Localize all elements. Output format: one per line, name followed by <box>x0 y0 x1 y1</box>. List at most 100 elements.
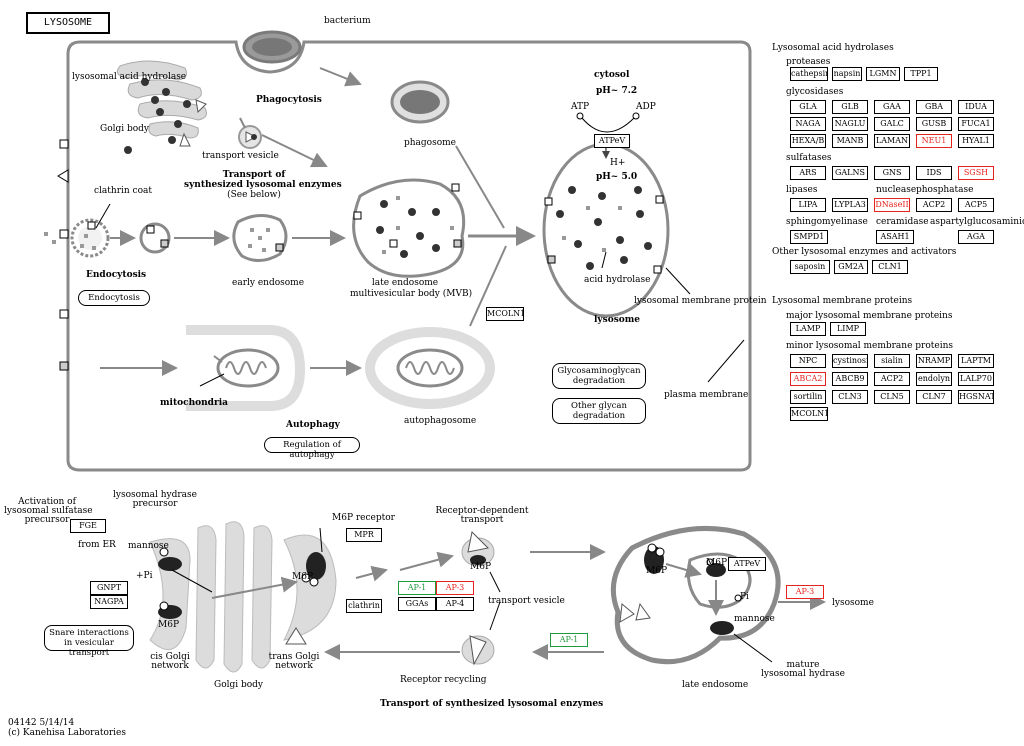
gene-hyal1[interactable]: HYAL1 <box>958 134 994 148</box>
gene-atpev-top[interactable]: ATPeV <box>594 134 630 148</box>
label-footer-copyright: (c) Kanehisa Laboratories <box>8 728 127 738</box>
gene-galc[interactable]: GALC <box>874 117 910 131</box>
gene-cln7[interactable]: CLN7 <box>916 390 952 404</box>
label-see-below: (See below) <box>227 190 281 200</box>
gene-sialin[interactable]: sialin <box>874 354 910 368</box>
gene-cln1[interactable]: CLN1 <box>872 260 908 274</box>
gene-asah1[interactable]: ASAH1 <box>876 230 914 244</box>
gene-napsin[interactable]: napsin <box>832 67 862 81</box>
gene-glb[interactable]: GLB <box>832 100 868 114</box>
gene-atpev-bottom[interactable]: ATPeV <box>728 557 766 571</box>
legend-other-enzymes-title: Other lysosomal enzymes and activators <box>772 247 957 257</box>
label-mannose-right: mannose <box>734 614 775 624</box>
gene-gaa[interactable]: GAA <box>874 100 910 114</box>
label-m6p-a: M6P <box>158 620 179 630</box>
gene-acp2[interactable]: ACP2 <box>874 372 910 386</box>
legend-aspartylglucosaminidase: aspartylglucosaminidase <box>930 217 1024 227</box>
gene-ap-1-b[interactable]: AP-1 <box>550 633 588 647</box>
gene-fge[interactable]: FGE <box>70 519 106 533</box>
label-mitochondria: mitochondria <box>160 398 228 408</box>
gene-gba[interactable]: GBA <box>916 100 952 114</box>
gene-sgsh[interactable]: SGSH <box>958 166 994 180</box>
gene-cathepsins[interactable]: cathepsins <box>790 67 828 81</box>
gene-galns[interactable]: GALNS <box>832 166 868 180</box>
gene-ids[interactable]: IDS <box>916 166 952 180</box>
gene-nagpa[interactable]: NAGPA <box>90 595 128 609</box>
label-activation-2: lysosomal sulfatase <box>4 506 93 516</box>
gene-fuca1[interactable]: FUCA1 <box>958 117 994 131</box>
link-other-glycan-degradation[interactable]: Other glycan degradation <box>552 398 646 424</box>
gene-ggas[interactable]: GGAs <box>398 597 436 611</box>
gene-naga[interactable]: NAGA <box>790 117 826 131</box>
gene-manb[interactable]: MANB <box>832 134 868 148</box>
gene-lamp[interactable]: LAMP <box>790 322 826 336</box>
gene-hexa-b[interactable]: HEXA/B <box>790 134 826 148</box>
gene-acp2[interactable]: ACP2 <box>916 198 952 212</box>
gene-neu1[interactable]: NEU1 <box>916 134 952 148</box>
gene-nramp[interactable]: NRAMP <box>916 354 952 368</box>
gene-laptm[interactable]: LAPTM <box>958 354 994 368</box>
link-regulation-of-autophagy[interactable]: Regulation of autophagy <box>264 437 360 460</box>
gene-cln5[interactable]: CLN5 <box>874 390 910 404</box>
gene-idua[interactable]: IDUA <box>958 100 994 114</box>
gene-ap-3-b[interactable]: AP-3 <box>786 585 824 599</box>
hydrolase-dots <box>124 78 191 154</box>
link-snare-interactions[interactable]: Snare interactions in vesicular transpor… <box>44 625 134 658</box>
gene-clathrin[interactable]: clathrin <box>346 599 382 613</box>
gene-ap-1-a[interactable]: AP-1 <box>398 581 436 595</box>
gene-gla[interactable]: GLA <box>790 100 826 114</box>
gene-endolyn[interactable]: endolyn <box>916 372 952 386</box>
label-atp: ATP <box>571 102 590 112</box>
link-glycosaminoglycan-degradation[interactable]: Glycosaminoglycan degradation <box>552 363 646 389</box>
gene-sortilin[interactable]: sortilin <box>790 390 826 404</box>
link-endocytosis[interactable]: Endocytosis <box>78 290 150 306</box>
label-plasma-membrane: plasma membrane <box>664 390 749 400</box>
gene-lgmn[interactable]: LGMN <box>866 67 900 81</box>
label-bacterium: bacterium <box>324 16 371 26</box>
gene-naglu[interactable]: NAGLU <box>832 117 868 131</box>
label-m6p-e: M6P <box>706 558 727 568</box>
gene-abca2[interactable]: ABCA2 <box>790 372 826 386</box>
gene-ars[interactable]: ARS <box>790 166 826 180</box>
gene-smpd1[interactable]: SMPD1 <box>790 230 828 244</box>
gene-mcoln1-diagram[interactable]: MCOLN1 <box>486 307 524 321</box>
gene-mcoln1[interactable]: MCOLN1 <box>790 407 828 421</box>
label-pi-b: Pi <box>740 592 749 602</box>
gene-lipa[interactable]: LIPA <box>790 198 826 212</box>
gene-acp5[interactable]: ACP5 <box>958 198 994 212</box>
coated-vesicle <box>139 222 171 254</box>
legend-nuclease: nuclease <box>876 185 917 195</box>
gene-limp[interactable]: LIMP <box>830 322 866 336</box>
gene-gns[interactable]: GNS <box>874 166 910 180</box>
gene-gm2a[interactable]: GM2A <box>834 260 868 274</box>
late-endosome-shape <box>352 178 466 278</box>
gene-cln3[interactable]: CLN3 <box>832 390 868 404</box>
legend-sphingomyelinase: sphingomyelinase <box>786 217 868 227</box>
label-transport-synth-1: Transport of <box>222 170 286 180</box>
label-cytosol: cytosol <box>594 70 630 80</box>
gene-npc[interactable]: NPC <box>790 354 826 368</box>
gene-gnpt[interactable]: GNPT <box>90 581 128 595</box>
gene-gusb[interactable]: GUSB <box>916 117 952 131</box>
label-trans-golgi-2: network <box>275 661 313 671</box>
gene-cystinosin[interactable]: cystinosin <box>832 354 868 368</box>
label-golgi-body-bottom: Golgi body <box>214 680 264 690</box>
gene-mpr[interactable]: MPR <box>346 528 382 542</box>
gene-aga[interactable]: AGA <box>958 230 994 244</box>
label-activation-3: precursor <box>24 515 70 525</box>
gene-ap-4[interactable]: AP-4 <box>436 597 474 611</box>
gene-lypla3[interactable]: LYPLA3 <box>832 198 868 212</box>
gene-lalp70[interactable]: LALP70 <box>958 372 994 386</box>
gene-abcb9[interactable]: ABCB9 <box>832 372 868 386</box>
label-transport-synth-2: synthesized lysosomal enzymes <box>184 180 342 190</box>
legend-lipases: lipases <box>786 185 818 195</box>
gene-laman[interactable]: LAMAN <box>874 134 910 148</box>
legend-acid-hydrolases-title: Lysosomal acid hydrolases <box>772 43 894 53</box>
gene-ap-3-a[interactable]: AP-3 <box>436 581 474 595</box>
gene-dnaseii[interactable]: DNaseII <box>874 198 910 212</box>
gene-hgsnat[interactable]: HGSNAT <box>958 390 994 404</box>
gene-saposin[interactable]: saposin <box>790 260 830 274</box>
gene-tpp1[interactable]: TPP1 <box>904 67 938 81</box>
